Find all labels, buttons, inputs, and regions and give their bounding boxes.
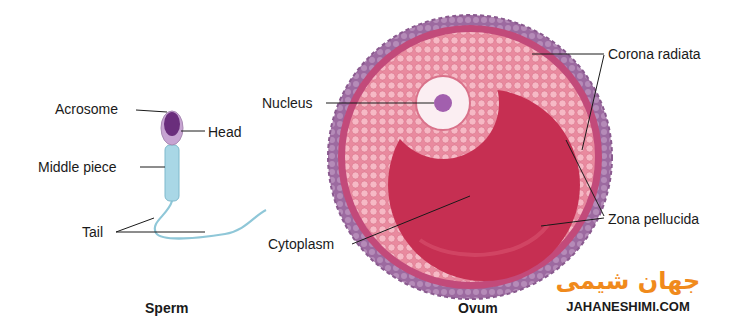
part-label: Cytoplasm [268, 236, 334, 252]
part-label: Head [208, 124, 241, 140]
part-label: Acrosome [55, 101, 118, 117]
ovum-figure [328, 15, 612, 299]
figure-title: Ovum [458, 300, 498, 316]
watermark: JAHANESHIMI.COM [552, 299, 704, 315]
figure-title: Sperm [145, 300, 189, 316]
sperm-figure [155, 111, 266, 238]
part-label: Corona radiata [608, 46, 701, 62]
part-label: Zona pellucida [608, 211, 699, 227]
leader-lines [116, 54, 604, 244]
watermark: جهان شیمی [552, 266, 704, 296]
part-label: Nucleus [262, 95, 313, 111]
part-label: Tail [82, 224, 103, 240]
part-label: Middle piece [38, 159, 117, 175]
